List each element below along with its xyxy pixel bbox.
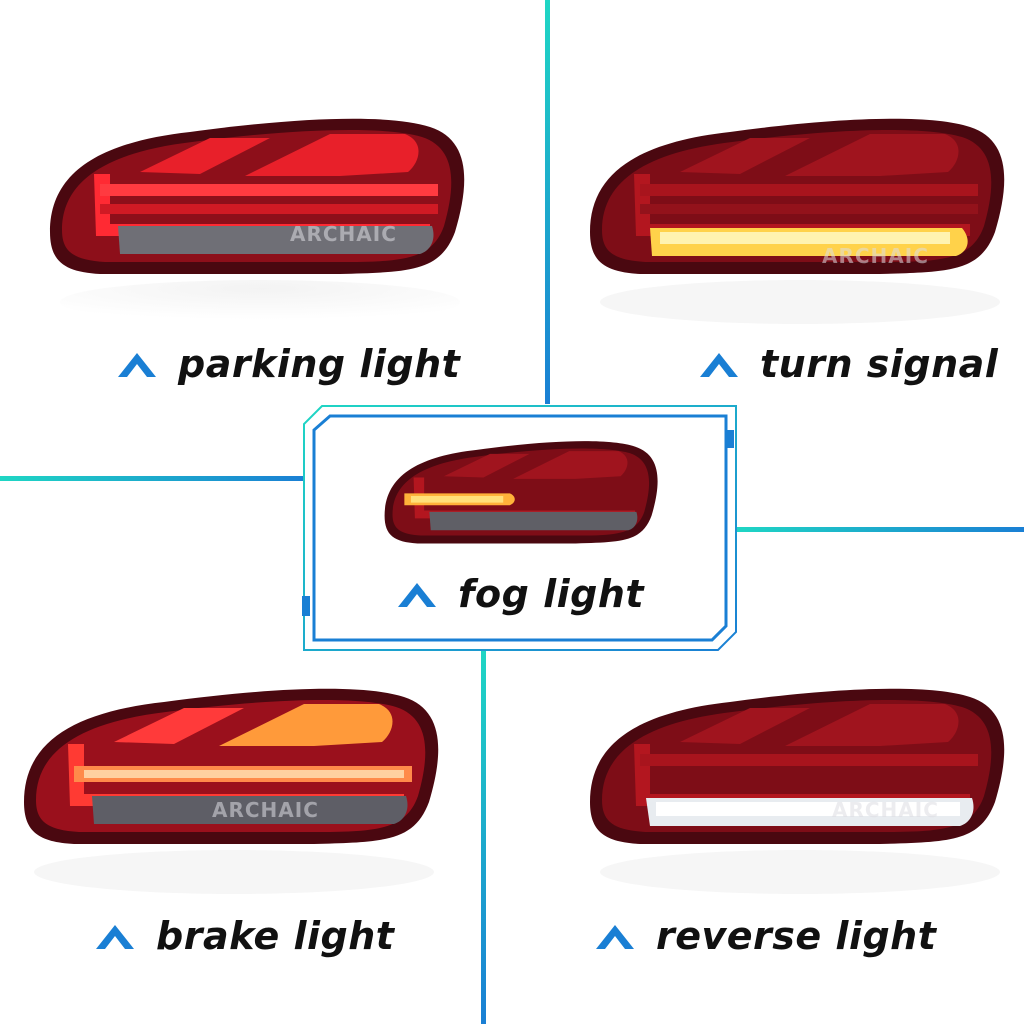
tail-light-fog xyxy=(384,441,658,544)
chevron-up-icon xyxy=(118,353,156,377)
watermark: ARCHAIC xyxy=(212,798,319,822)
caption-label: reverse light xyxy=(656,914,937,958)
watermark: ARCHAIC xyxy=(290,222,397,246)
tail-light-turn xyxy=(590,118,1005,324)
caption-label: brake light xyxy=(156,914,395,958)
caption-label: fog light xyxy=(458,572,645,616)
caption-brake: brake light xyxy=(94,914,394,958)
chevron-up-icon xyxy=(96,925,134,949)
caption-label: turn signal xyxy=(760,342,999,386)
chevron-up-icon xyxy=(398,583,436,607)
center-frame xyxy=(302,405,737,651)
watermark: ARCHAIC xyxy=(822,244,929,268)
caption-turn: turn signal xyxy=(698,342,998,386)
chevron-up-icon xyxy=(700,353,738,377)
caption-fog: fog light xyxy=(396,572,644,616)
caption-reverse: reverse light xyxy=(594,914,936,958)
watermark: ARCHAIC xyxy=(832,798,939,822)
caption-label: parking light xyxy=(178,342,461,386)
tail-light-brake xyxy=(24,688,439,894)
tail-light-reverse xyxy=(590,688,1005,894)
caption-parking: parking light xyxy=(116,342,460,386)
tail-light-parking xyxy=(50,118,465,324)
chevron-up-icon xyxy=(596,925,634,949)
